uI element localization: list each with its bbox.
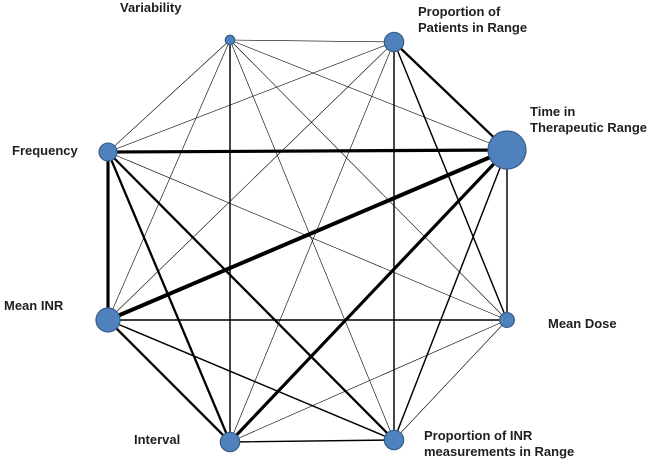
edge-mean_dose-interval bbox=[229, 319, 508, 443]
edge-pir-mean_dose bbox=[393, 41, 508, 321]
label-frequency: Frequency bbox=[12, 143, 78, 158]
edge-variability-pir bbox=[229, 39, 395, 43]
label-time-in-therapeutic-range: Time in Therapeutic Range bbox=[530, 104, 648, 135]
node-mean_dose bbox=[499, 312, 515, 328]
label-mean-dose: Mean Dose bbox=[548, 316, 617, 331]
node-interval bbox=[219, 431, 241, 453]
node-mean_inr bbox=[95, 307, 121, 333]
label-mean-inr: Mean INR bbox=[4, 298, 64, 313]
edge-layer bbox=[106, 39, 509, 444]
edge-variability-ttr bbox=[229, 39, 508, 151]
edge-mean_inr-interval bbox=[106, 318, 232, 444]
node-ttr bbox=[487, 130, 527, 170]
edge-pinr-interval bbox=[229, 439, 395, 443]
edge-pinr-mean_inr bbox=[107, 319, 395, 441]
edge-frequency-pinr bbox=[106, 150, 396, 442]
edge-ttr-pinr bbox=[393, 149, 508, 441]
edge-pir-mean_inr bbox=[107, 41, 395, 321]
edge-variability-mean_dose bbox=[229, 39, 508, 321]
edge-pir-interval bbox=[229, 41, 395, 443]
edge-ttr-frequency bbox=[106, 148, 509, 154]
edge-frequency-interval bbox=[106, 150, 232, 444]
edge-ttr-interval bbox=[228, 148, 509, 444]
label-interval: Interval bbox=[134, 432, 181, 447]
edge-ttr-mean_inr bbox=[106, 148, 509, 322]
node-variability bbox=[224, 34, 236, 46]
edge-variability-frequency bbox=[107, 39, 231, 153]
node-frequency bbox=[98, 142, 118, 162]
edge-variability-mean_inr bbox=[107, 39, 231, 321]
label-proportion-of-inr-measurements-in-range: Proportion of INR measurements in Range bbox=[424, 428, 575, 459]
node-pir bbox=[383, 31, 405, 53]
label-proportion-of-patients-in-range: Proportion of Patients in Range bbox=[418, 4, 528, 35]
edge-pir-ttr bbox=[392, 40, 509, 152]
edge-frequency-mean_dose bbox=[107, 151, 508, 321]
label-variability: Variability bbox=[120, 0, 182, 15]
node-pinr bbox=[383, 429, 405, 451]
edge-pir-frequency bbox=[107, 41, 395, 153]
edge-mean_dose-pinr bbox=[393, 319, 508, 441]
node-layer bbox=[95, 31, 527, 453]
edge-variability-pinr bbox=[229, 39, 395, 441]
